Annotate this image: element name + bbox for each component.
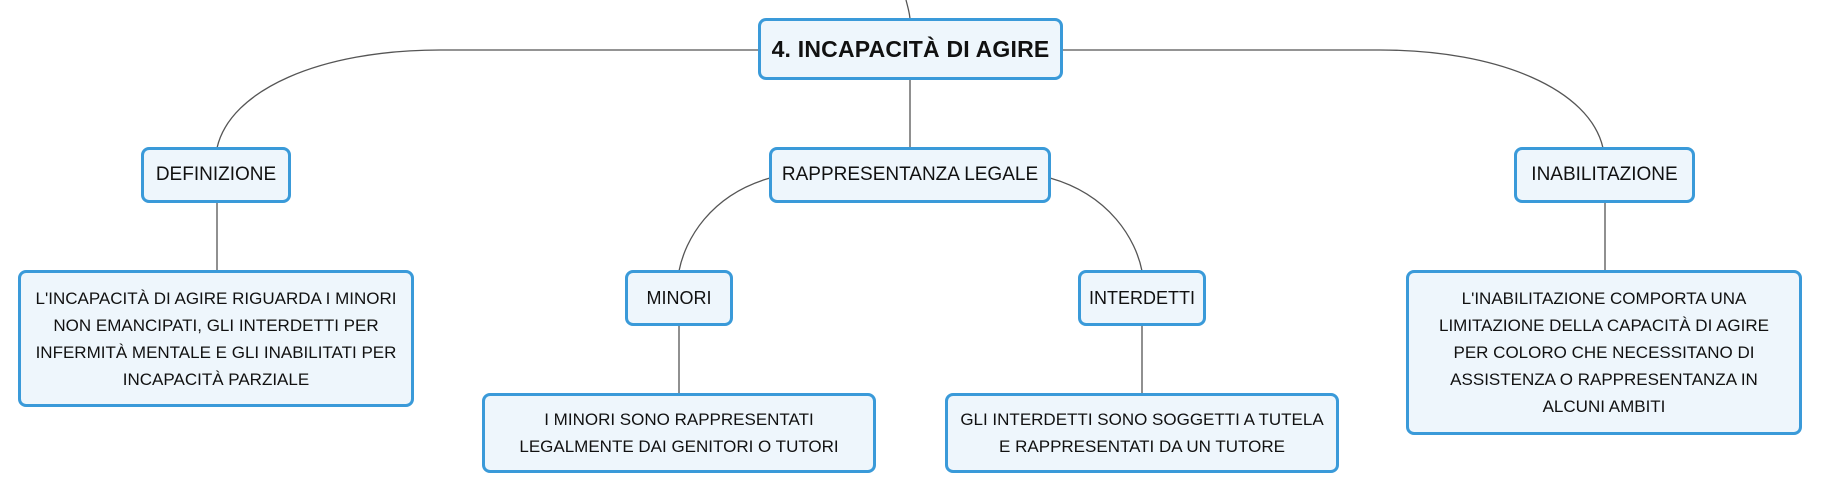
note-inabilitazione[interactable]: L'INABILITAZIONE COMPORTA UNA LIMITAZION…: [1406, 270, 1802, 435]
topic-inabilitazione-label: INABILITAZIONE: [1531, 164, 1678, 185]
topic-interdetti-label: INTERDETTI: [1089, 287, 1195, 308]
topic-minori-label: MINORI: [646, 287, 712, 308]
note-interdetti[interactable]: GLI INTERDETTI SONO SOGGETTI A TUTELA E …: [945, 393, 1339, 473]
note-inabilitazione-text: L'INABILITAZIONE COMPORTA UNA LIMITAZION…: [1438, 289, 1769, 416]
connector-rappresentanza-to-minori: [678, 177, 771, 272]
note-interdetti-text: GLI INTERDETTI SONO SOGGETTI A TUTELA E …: [960, 410, 1324, 456]
note-definizione-text: L'INCAPACITÀ DI AGIRE RIGUARDA I MINORI …: [35, 288, 397, 389]
connector-rappresentanza-to-interdetti: [1049, 177, 1143, 272]
topic-interdetti[interactable]: INTERDETTI: [1078, 270, 1206, 326]
topic-rappresentanza-legale-label: RAPPRESENTANZA LEGALE: [781, 164, 1039, 185]
topic-definizione-label: DEFINIZIONE: [155, 164, 277, 185]
note-minori-text: I MINORI SONO RAPPRESENTATI LEGALMENTE D…: [519, 410, 839, 456]
root-topic-label: 4. INCAPACITÀ DI AGIRE: [771, 35, 1050, 62]
topic-rappresentanza-legale[interactable]: RAPPRESENTANZA LEGALE: [769, 147, 1051, 203]
note-minori[interactable]: I MINORI SONO RAPPRESENTATI LEGALMENTE D…: [482, 393, 876, 473]
topic-minori[interactable]: MINORI: [625, 270, 733, 326]
root-topic-node[interactable]: 4. INCAPACITÀ DI AGIRE: [758, 18, 1063, 80]
topic-inabilitazione[interactable]: INABILITAZIONE: [1514, 147, 1695, 203]
connector-root-to-definizione: [216, 49, 760, 149]
topic-definizione[interactable]: DEFINIZIONE: [141, 147, 291, 203]
connector-parent-to-root: [905, 0, 911, 21]
note-definizione[interactable]: L'INCAPACITÀ DI AGIRE RIGUARDA I MINORI …: [18, 270, 414, 407]
connector-root-to-inabilitazione: [1062, 49, 1604, 149]
